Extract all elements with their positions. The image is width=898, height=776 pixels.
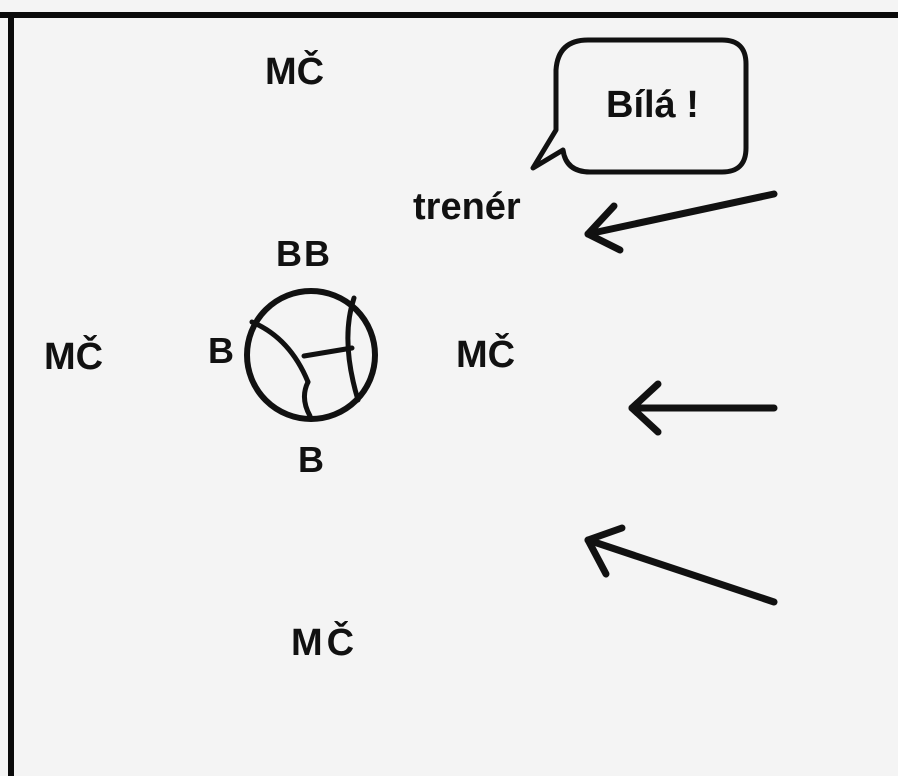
arrow-left-icon <box>628 380 778 436</box>
player-mc-right: MČ <box>456 334 516 376</box>
volleyball-icon <box>244 288 378 422</box>
player-mc-left: MČ <box>44 336 104 378</box>
frame-top-border <box>0 12 898 18</box>
ball-holder-left: B <box>208 330 234 371</box>
trainer-label: trenér <box>413 186 521 228</box>
arrow-left-icon <box>584 190 778 254</box>
player-mc-top: MČ <box>265 51 325 93</box>
speech-bubble <box>530 37 749 175</box>
arrow-left-icon <box>584 524 778 606</box>
frame-left-border <box>8 12 14 776</box>
player-mc-bottom: MČ <box>291 622 359 664</box>
ball-holder-bottom: B <box>298 439 324 480</box>
speech-bubble-text: Bílá ! <box>606 84 699 126</box>
ball-holder-top: BB <box>276 233 332 274</box>
